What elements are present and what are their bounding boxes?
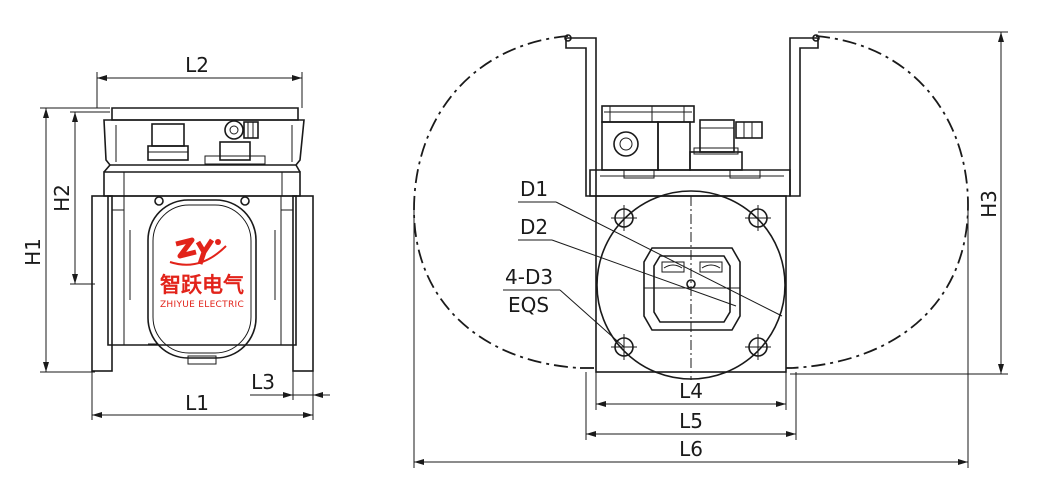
dim-h1-label: H1 [21, 238, 45, 266]
dim-l4-label: L4 [679, 379, 703, 403]
bolt-holes [611, 205, 771, 360]
dim-d1-label: D1 [520, 177, 548, 201]
dim-h2-label: H2 [50, 184, 74, 212]
dim-d2-label: D2 [520, 215, 548, 239]
dim-eqs-label: EQS [508, 293, 549, 317]
brand-name-cn: 智跃电气 [160, 273, 244, 297]
dim-l6-label: L6 [679, 437, 703, 461]
front-view: L2 H1 H2 [21, 53, 330, 420]
dim-l1-label: L1 [185, 391, 209, 415]
dim-h3-label: H3 [977, 190, 1001, 218]
brand-name-en: ZHIYUE ELECTRIC [160, 300, 244, 310]
dim-l5-label: L5 [679, 409, 703, 433]
brand-logo [169, 237, 227, 266]
side-view: D1 D2 4-D3 EQS H3 L4 L5 [413, 31, 1008, 468]
dim-d3-label: 4-D3 [505, 265, 553, 289]
dim-l2-label: L2 [185, 53, 209, 77]
dim-l3-label: L3 [251, 370, 275, 394]
